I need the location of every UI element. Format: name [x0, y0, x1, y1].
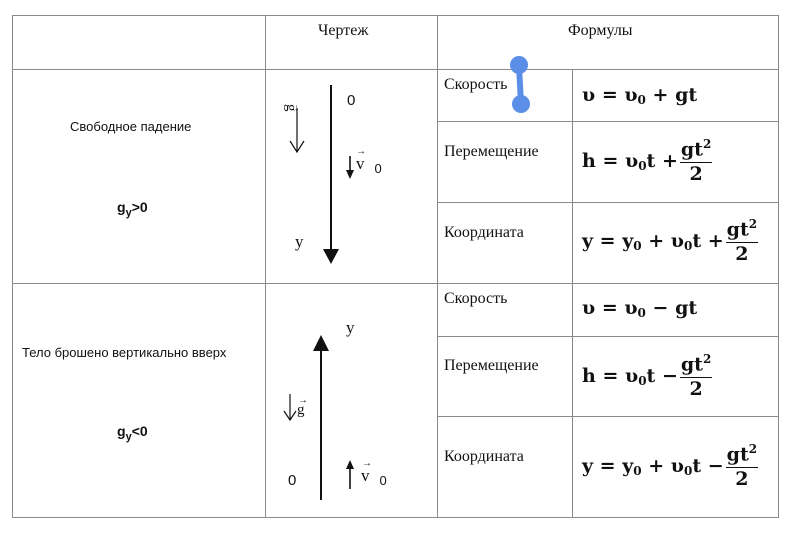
col-divider-3	[572, 69, 573, 518]
g-sign-negative: gy<0	[117, 423, 148, 443]
label-velocity-2: Скорость	[444, 290, 508, 307]
v-arrow-mark-row2: →	[362, 458, 372, 469]
y-label-row2: y	[346, 318, 355, 337]
header-drawing: Чертеж	[318, 22, 369, 39]
v0-arrowhead-row1	[346, 170, 354, 179]
label-velocity-1: Скорость	[444, 76, 508, 93]
g-arrowhead-row1	[289, 140, 305, 154]
case-free-fall: Свободное падение	[70, 119, 192, 134]
origin-label-row1: 0	[347, 92, 356, 109]
table-border-bottom	[12, 517, 779, 518]
y-label-row1: y	[295, 232, 304, 251]
formula-divider	[437, 416, 779, 417]
g-arrowhead-row2	[283, 410, 297, 422]
g-arrow-mark-row2: →	[298, 395, 308, 406]
col-divider-2	[437, 15, 438, 518]
label-coordinate-1: Координата	[444, 224, 524, 241]
label-displacement-1: Перемещение	[444, 143, 539, 160]
case-thrown-up: Тело брошено вертикально вверх	[22, 345, 227, 360]
label-coordinate-2: Координата	[444, 448, 524, 465]
formula-divider	[437, 121, 779, 122]
v-arrow-mark-row1: →	[356, 146, 366, 157]
header-divider	[12, 69, 779, 70]
header-formulas: Формулы	[568, 22, 633, 39]
g-arrow-mark-row1: →	[292, 103, 303, 113]
g-label-row2: g	[297, 402, 305, 418]
col-divider-1	[265, 15, 266, 518]
row-divider	[12, 283, 779, 284]
origin-label-row2: 0	[288, 472, 297, 489]
label-displacement-2: Перемещение	[444, 357, 539, 374]
table-border-right	[778, 15, 779, 518]
y-axis-arrowhead-down	[323, 249, 339, 264]
table-border-left	[12, 15, 13, 518]
table-border-top	[12, 15, 779, 16]
formula-divider	[437, 336, 779, 337]
g-sign-positive: gy>0	[117, 199, 148, 219]
formula-divider	[437, 202, 779, 203]
y-axis-arrowhead-up	[313, 335, 329, 351]
v0-arrowhead-row2	[346, 460, 354, 469]
